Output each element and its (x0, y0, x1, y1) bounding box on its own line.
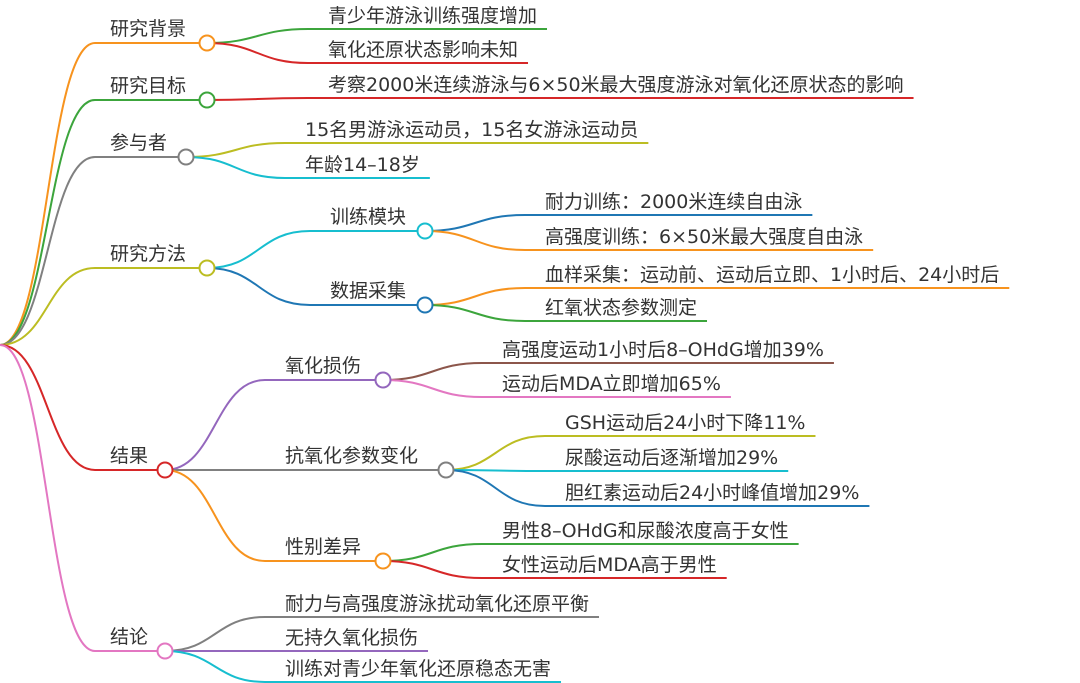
node-sub-4-2 (374, 552, 392, 570)
edge-branch-3-sub-1 (206, 267, 311, 306)
node-sub-3-0 (416, 222, 434, 240)
node-sub-4-1 (437, 461, 455, 479)
branch-label-1: 研究目标 (110, 75, 186, 97)
leaf-label-3-0-0: 耐力训练：2000米连续自由泳 (545, 191, 802, 213)
node-branch-4 (156, 461, 174, 479)
edge-root-branch-3 (0, 267, 96, 346)
leaf-label-4-0-0: 高强度运动1小时后8–OHdG增加39% (502, 339, 824, 361)
leaf-label-2-1: 年龄14–18岁 (305, 154, 420, 176)
edge-sub-4-2-leaf-1 (382, 560, 483, 579)
edge-sub-3-1-leaf-0 (424, 287, 526, 306)
edge-branch-2-leaf-1 (185, 156, 286, 179)
edge-root-branch-2 (0, 156, 96, 346)
leaf-label-0-0: 青少年游泳训练强度增加 (328, 5, 537, 27)
edge-branch-3-sub-0 (206, 230, 311, 269)
edge-branch-4-sub-2 (164, 469, 266, 562)
leaf-label-5-0: 耐力与高强度游泳扰动氧化还原平衡 (285, 593, 589, 615)
node-branch-0 (198, 34, 216, 52)
sub-label-3-0: 训练模块 (330, 206, 406, 228)
edge-sub-4-0-leaf-1 (382, 379, 483, 398)
leaf-label-4-2-0: 男性8–OHdG和尿酸浓度高于女性 (502, 520, 789, 542)
edge-sub-4-0-leaf-0 (382, 362, 483, 381)
edge-branch-5-leaf-0 (164, 616, 266, 652)
edge-branch-0-leaf-0 (206, 28, 309, 44)
leaf-label-2-0: 15名男游泳运动员，15名女游泳运动员 (305, 119, 638, 141)
edge-root-branch-1 (0, 99, 96, 346)
edge-branch-0-leaf-1 (206, 42, 309, 64)
node-sub-4-0 (374, 371, 392, 389)
edge-sub-3-0-leaf-0 (424, 214, 526, 232)
edge-root-branch-4 (0, 344, 96, 471)
leaf-label-3-0-1: 高强度训练：6×50米最大强度自由泳 (545, 226, 863, 248)
node-sub-3-1 (416, 296, 434, 314)
leaf-label-3-1-1: 红氧状态参数测定 (545, 297, 697, 319)
edge-branch-5-leaf-2 (164, 650, 266, 683)
branch-label-4: 结果 (110, 445, 148, 467)
edge-root-branch-5 (0, 344, 96, 652)
node-branch-2 (177, 148, 195, 166)
leaf-label-4-1-0: GSH运动后24小时下降11% (565, 412, 805, 434)
branch-label-2: 参与者 (110, 132, 167, 154)
node-branch-5 (156, 642, 174, 660)
branch-label-0: 研究背景 (110, 18, 186, 40)
leaf-label-5-1: 无持久氧化损伤 (285, 627, 418, 649)
leaf-label-1-0: 考察2000米连续游泳与6×50米最大强度游泳对氧化还原状态的影响 (328, 74, 904, 96)
edge-branch-1-leaf-0 (206, 97, 309, 101)
node-branch-3 (198, 259, 216, 277)
branch-label-3: 研究方法 (110, 243, 186, 265)
sub-label-4-0: 氧化损伤 (285, 355, 361, 377)
leaf-label-4-0-1: 运动后MDA立即增加65% (502, 373, 721, 395)
branch-label-5: 结论 (110, 626, 148, 648)
edge-branch-4-sub-0 (164, 379, 266, 471)
edge-sub-4-2-leaf-0 (382, 543, 483, 562)
leaf-label-4-2-1: 女性运动后MDA高于男性 (502, 554, 717, 576)
edge-branch-2-leaf-0 (185, 142, 286, 158)
edge-sub-3-1-leaf-1 (424, 304, 526, 322)
edge-sub-3-0-leaf-1 (424, 230, 526, 251)
leaf-label-3-1-0: 血样采集：运动前、运动后立即、1小时后、24小时后 (545, 264, 999, 286)
node-branch-1 (198, 91, 216, 109)
edge-sub-4-1-leaf-0 (445, 435, 546, 471)
leaf-label-4-1-1: 尿酸运动后逐渐增加29% (565, 447, 778, 469)
edge-sub-4-1-leaf-2 (445, 469, 546, 507)
leaf-label-5-2: 训练对青少年氧化还原稳态无害 (285, 658, 551, 680)
sub-label-3-1: 数据采集 (330, 280, 406, 302)
leaf-label-4-1-2: 胆红素运动后24小时峰值增加29% (565, 482, 859, 504)
leaf-label-0-1: 氧化还原状态影响未知 (328, 39, 518, 61)
sub-label-4-2: 性别差异 (285, 536, 361, 558)
edge-root-branch-0 (0, 42, 96, 346)
sub-label-4-1: 抗氧化参数变化 (285, 445, 418, 467)
